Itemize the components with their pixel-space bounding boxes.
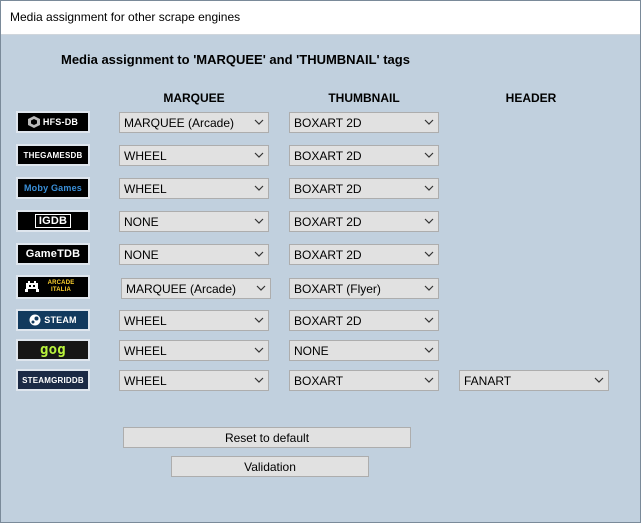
logo-text: IGDB <box>34 214 72 228</box>
marquee-select-hfsdb[interactable]: MARQUEE (Arcade) <box>119 112 269 133</box>
igdb-logo: IGDB <box>16 210 90 232</box>
arcade-italia-logo: ARCADE ITALIA <box>16 275 90 299</box>
chevron-down-icon <box>424 218 434 224</box>
chevron-down-icon <box>254 347 264 353</box>
thegamesdb-logo: THEGAMESDB <box>16 144 90 166</box>
marquee-select-steam[interactable]: WHEEL <box>119 310 269 331</box>
window-title: Media assignment for other scrape engine… <box>10 10 241 24</box>
chevron-down-icon <box>424 317 434 323</box>
column-header-header: HEADER <box>505 91 557 105</box>
logo-text: ARCADE ITALIA <box>47 280 75 293</box>
column-header-marquee: MARQUEE <box>163 91 225 105</box>
thumbnail-select-thegamesdb[interactable]: BOXART 2D <box>289 145 439 166</box>
selected-value: NONE <box>124 215 159 229</box>
selected-value: MARQUEE (Arcade) <box>124 116 235 130</box>
logo-text: HFS-DB <box>42 117 79 127</box>
selected-value: BOXART (Flyer) <box>294 282 381 296</box>
gametdb-logo: GameTDB <box>16 243 90 265</box>
thumbnail-select-steamgriddb[interactable]: BOXART <box>289 370 439 391</box>
marquee-select-steamgriddb[interactable]: WHEEL <box>119 370 269 391</box>
marquee-select-igdb[interactable]: NONE <box>119 211 269 232</box>
thumbnail-select-hfsdb[interactable]: BOXART 2D <box>289 112 439 133</box>
selected-value: BOXART 2D <box>294 215 362 229</box>
thumbnail-select-igdb[interactable]: BOXART 2D <box>289 211 439 232</box>
logo-text: gog <box>40 342 66 358</box>
chevron-down-icon <box>254 152 264 158</box>
chevron-down-icon <box>424 251 434 257</box>
selected-value: BOXART 2D <box>294 314 362 328</box>
chevron-down-icon <box>254 251 264 257</box>
chevron-down-icon <box>424 285 434 291</box>
thumbnail-select-arcade-italia[interactable]: BOXART (Flyer) <box>289 278 439 299</box>
selected-value: FANART <box>464 374 512 388</box>
marquee-select-thegamesdb[interactable]: WHEEL <box>119 145 269 166</box>
selected-value: BOXART 2D <box>294 248 362 262</box>
chevron-down-icon <box>424 377 434 383</box>
marquee-select-arcade-italia[interactable]: MARQUEE (Arcade) <box>121 278 271 299</box>
logo-text: Moby Games <box>23 183 83 193</box>
thumbnail-select-gametdb[interactable]: BOXART 2D <box>289 244 439 265</box>
selected-value: NONE <box>124 248 159 262</box>
hfsdb-logo: HFS-DB <box>16 111 90 133</box>
thumbnail-select-mobygames[interactable]: BOXART 2D <box>289 178 439 199</box>
chevron-down-icon <box>256 285 266 291</box>
chevron-down-icon <box>424 152 434 158</box>
chevron-down-icon <box>254 218 264 224</box>
selected-value: WHEEL <box>124 314 167 328</box>
selected-value: WHEEL <box>124 149 167 163</box>
logo-text: THEGAMESDB <box>23 150 83 160</box>
selected-value: WHEEL <box>124 344 167 358</box>
validation-button[interactable]: Validation <box>171 456 369 477</box>
logo-text: GameTDB <box>25 248 81 260</box>
mobygames-logo: Moby Games <box>16 177 90 199</box>
selected-value: WHEEL <box>124 182 167 196</box>
reset-to-default-button[interactable]: Reset to default <box>123 427 411 448</box>
chevron-down-icon <box>594 377 604 383</box>
chevron-down-icon <box>424 119 434 125</box>
selected-value: WHEEL <box>124 374 167 388</box>
steam-logo: STEAM <box>16 309 90 331</box>
space-invader-icon <box>25 281 39 292</box>
logo-text: STEAM <box>44 315 77 325</box>
logo-text: STEAMGRIDDB <box>22 375 84 385</box>
column-header-thumbnail: THUMBNAIL <box>328 91 400 105</box>
selected-value: NONE <box>294 344 329 358</box>
chevron-down-icon <box>254 119 264 125</box>
selected-value: BOXART 2D <box>294 116 362 130</box>
chevron-down-icon <box>254 317 264 323</box>
chevron-down-icon <box>254 185 264 191</box>
thumbnail-select-gog[interactable]: NONE <box>289 340 439 361</box>
section-heading: Media assignment to 'MARQUEE' and 'THUMB… <box>61 52 410 67</box>
chevron-down-icon <box>424 347 434 353</box>
gog-logo: gog <box>16 339 90 361</box>
selected-value: BOXART 2D <box>294 149 362 163</box>
thumbnail-select-steam[interactable]: BOXART 2D <box>289 310 439 331</box>
chevron-down-icon <box>424 185 434 191</box>
steam-icon <box>29 314 41 326</box>
selected-value: BOXART 2D <box>294 182 362 196</box>
marquee-select-mobygames[interactable]: WHEEL <box>119 178 269 199</box>
selected-value: BOXART <box>294 374 344 388</box>
marquee-select-gametdb[interactable]: NONE <box>119 244 269 265</box>
marquee-select-gog[interactable]: WHEEL <box>119 340 269 361</box>
steamgriddb-logo: STEAMGRIDDB <box>16 369 90 391</box>
header-select-steamgriddb[interactable]: FANART <box>459 370 609 391</box>
selected-value: MARQUEE (Arcade) <box>126 282 237 296</box>
title-bar[interactable]: Media assignment for other scrape engine… <box>1 1 640 35</box>
chevron-down-icon <box>254 377 264 383</box>
